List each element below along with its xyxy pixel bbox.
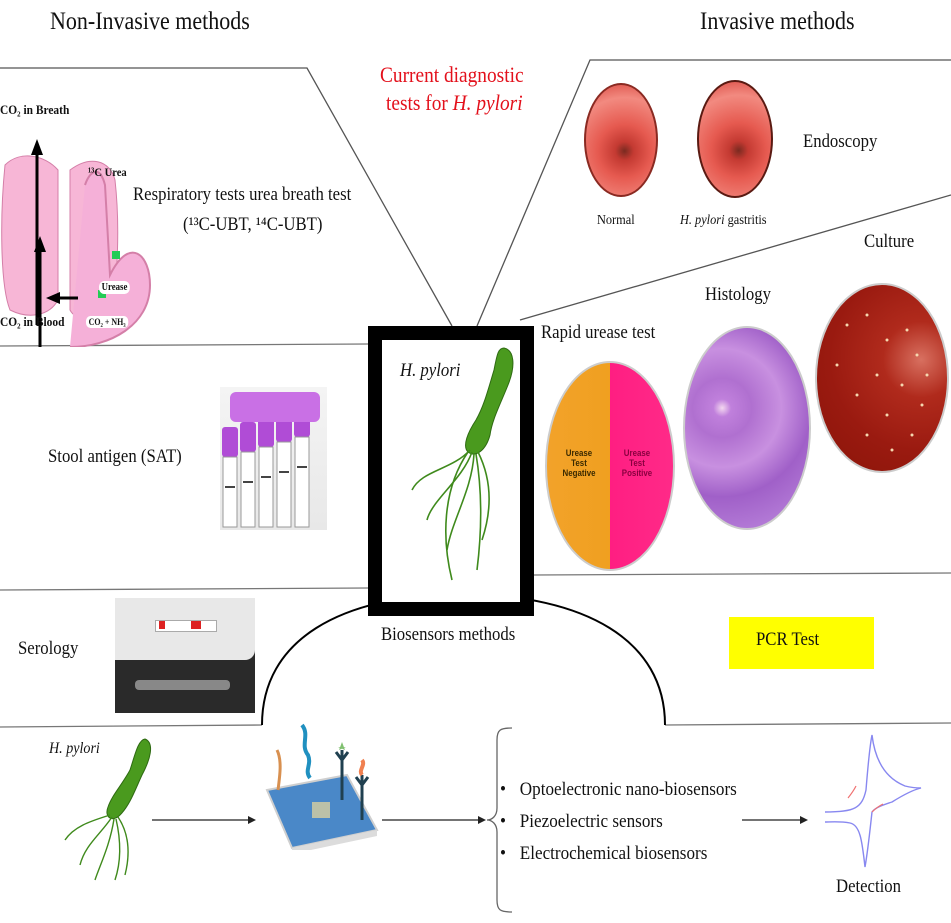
urease-label: Urease (99, 281, 131, 294)
arrowhead (248, 816, 256, 824)
cv-red-trace (871, 803, 884, 813)
divider-pcr-biosensor-right (664, 722, 951, 726)
gastritis-italic: H. pylori (680, 213, 725, 228)
lungs-stomach-illustration (0, 125, 152, 350)
bacterial-colonies-icon (835, 313, 929, 452)
ubt-label-line1: Respiratory tests urea breath test (133, 184, 352, 205)
pcr-test-label: PCR Test (756, 629, 820, 650)
h-pylori-bacterium-icon (64, 738, 152, 881)
urease-negative-label: Urease Test Negative (562, 448, 596, 478)
center-h-pylori-label: H. pylori (400, 360, 461, 381)
stool-antigen-label: Stool antigen (SAT) (48, 446, 182, 467)
divider-invasive-pcr (533, 572, 951, 576)
center-h-pylori-box: H. pylori (368, 326, 534, 616)
arrowhead (478, 816, 486, 824)
serology-test-image (115, 598, 255, 713)
invasive-title: Invasive methods (700, 8, 855, 35)
culture-plate-image (815, 283, 949, 473)
gastritis-suffix: gastritis (724, 213, 767, 228)
divider-ubt-stool (0, 343, 369, 347)
co2-breath-label: CO₂ in Breath (0, 102, 70, 117)
biosensor-type-item: Piezoelectric sensors (500, 806, 737, 838)
non-invasive-title: Non-Invasive methods (50, 8, 250, 35)
cyclic-voltammogram-icon (824, 734, 922, 868)
culture-label: Culture (864, 231, 915, 252)
biosensors-title: Biosensors methods (381, 624, 516, 645)
stool-tubes-image (220, 387, 327, 530)
center-title-italic: H. pylori (452, 90, 523, 115)
biosensor-chip-icon (265, 723, 379, 850)
endoscopy-panel-border (476, 59, 951, 327)
control-line (159, 621, 165, 629)
detection-label: Detection (836, 876, 901, 897)
endoscopy-normal-image (584, 83, 658, 197)
urease-positive-label: Urease Test Positive (621, 448, 653, 478)
c-urea-label: ¹³C Urea (88, 165, 127, 179)
divider-stool-serology (0, 587, 369, 591)
biosensor-type-item: Electrochemical biosensors (500, 838, 737, 870)
lungs-icon (1, 139, 152, 350)
ubt-label-line2: (¹³C-UBT, ¹⁴C-UBT) (183, 214, 323, 235)
center-title-line2: tests for H. pylori (386, 90, 523, 116)
arrowhead (800, 816, 808, 824)
serology-label: Serology (18, 638, 79, 659)
h-pylori-bacterium-icon (411, 347, 514, 581)
pcr-test-box: PCR Test (729, 617, 874, 669)
rapid-urease-image: Urease Test Negative Urease Test Positiv… (545, 361, 675, 571)
dropper (135, 680, 230, 690)
endoscopy-gastritis-image (697, 80, 773, 198)
endoscopy-normal-caption: Normal (597, 213, 635, 228)
endoscopy-lower-border (519, 194, 951, 321)
cv-red-trace (847, 785, 857, 799)
histology-image (683, 326, 811, 530)
biosensor-type-item: Optoelectronic nano-biosensors (500, 774, 737, 806)
rapid-urease-label: Rapid urease test (541, 322, 656, 343)
divider-serology-biosensor-left (0, 724, 263, 728)
histology-label: Histology (705, 284, 771, 305)
curly-brace (486, 727, 513, 913)
sample-tubes-icon (222, 392, 320, 528)
co2-nh3-label: CO₂ + NH₃ (86, 316, 129, 328)
co2-blood-label: CO₂ in Blood (0, 314, 65, 329)
test-window (155, 620, 217, 632)
test-line (191, 621, 201, 629)
biosensor-types-list: Optoelectronic nano-biosensors Piezoelec… (500, 774, 737, 870)
biosensor-organism-label: H. pylori (49, 740, 100, 757)
endoscopy-label: Endoscopy (803, 131, 878, 152)
ubt-panel-border (0, 67, 453, 327)
center-title-line1: Current diagnostic (380, 62, 524, 87)
center-title-prefix: tests for (386, 90, 453, 115)
endoscopy-gastritis-caption: H. pylori gastritis (680, 213, 767, 229)
